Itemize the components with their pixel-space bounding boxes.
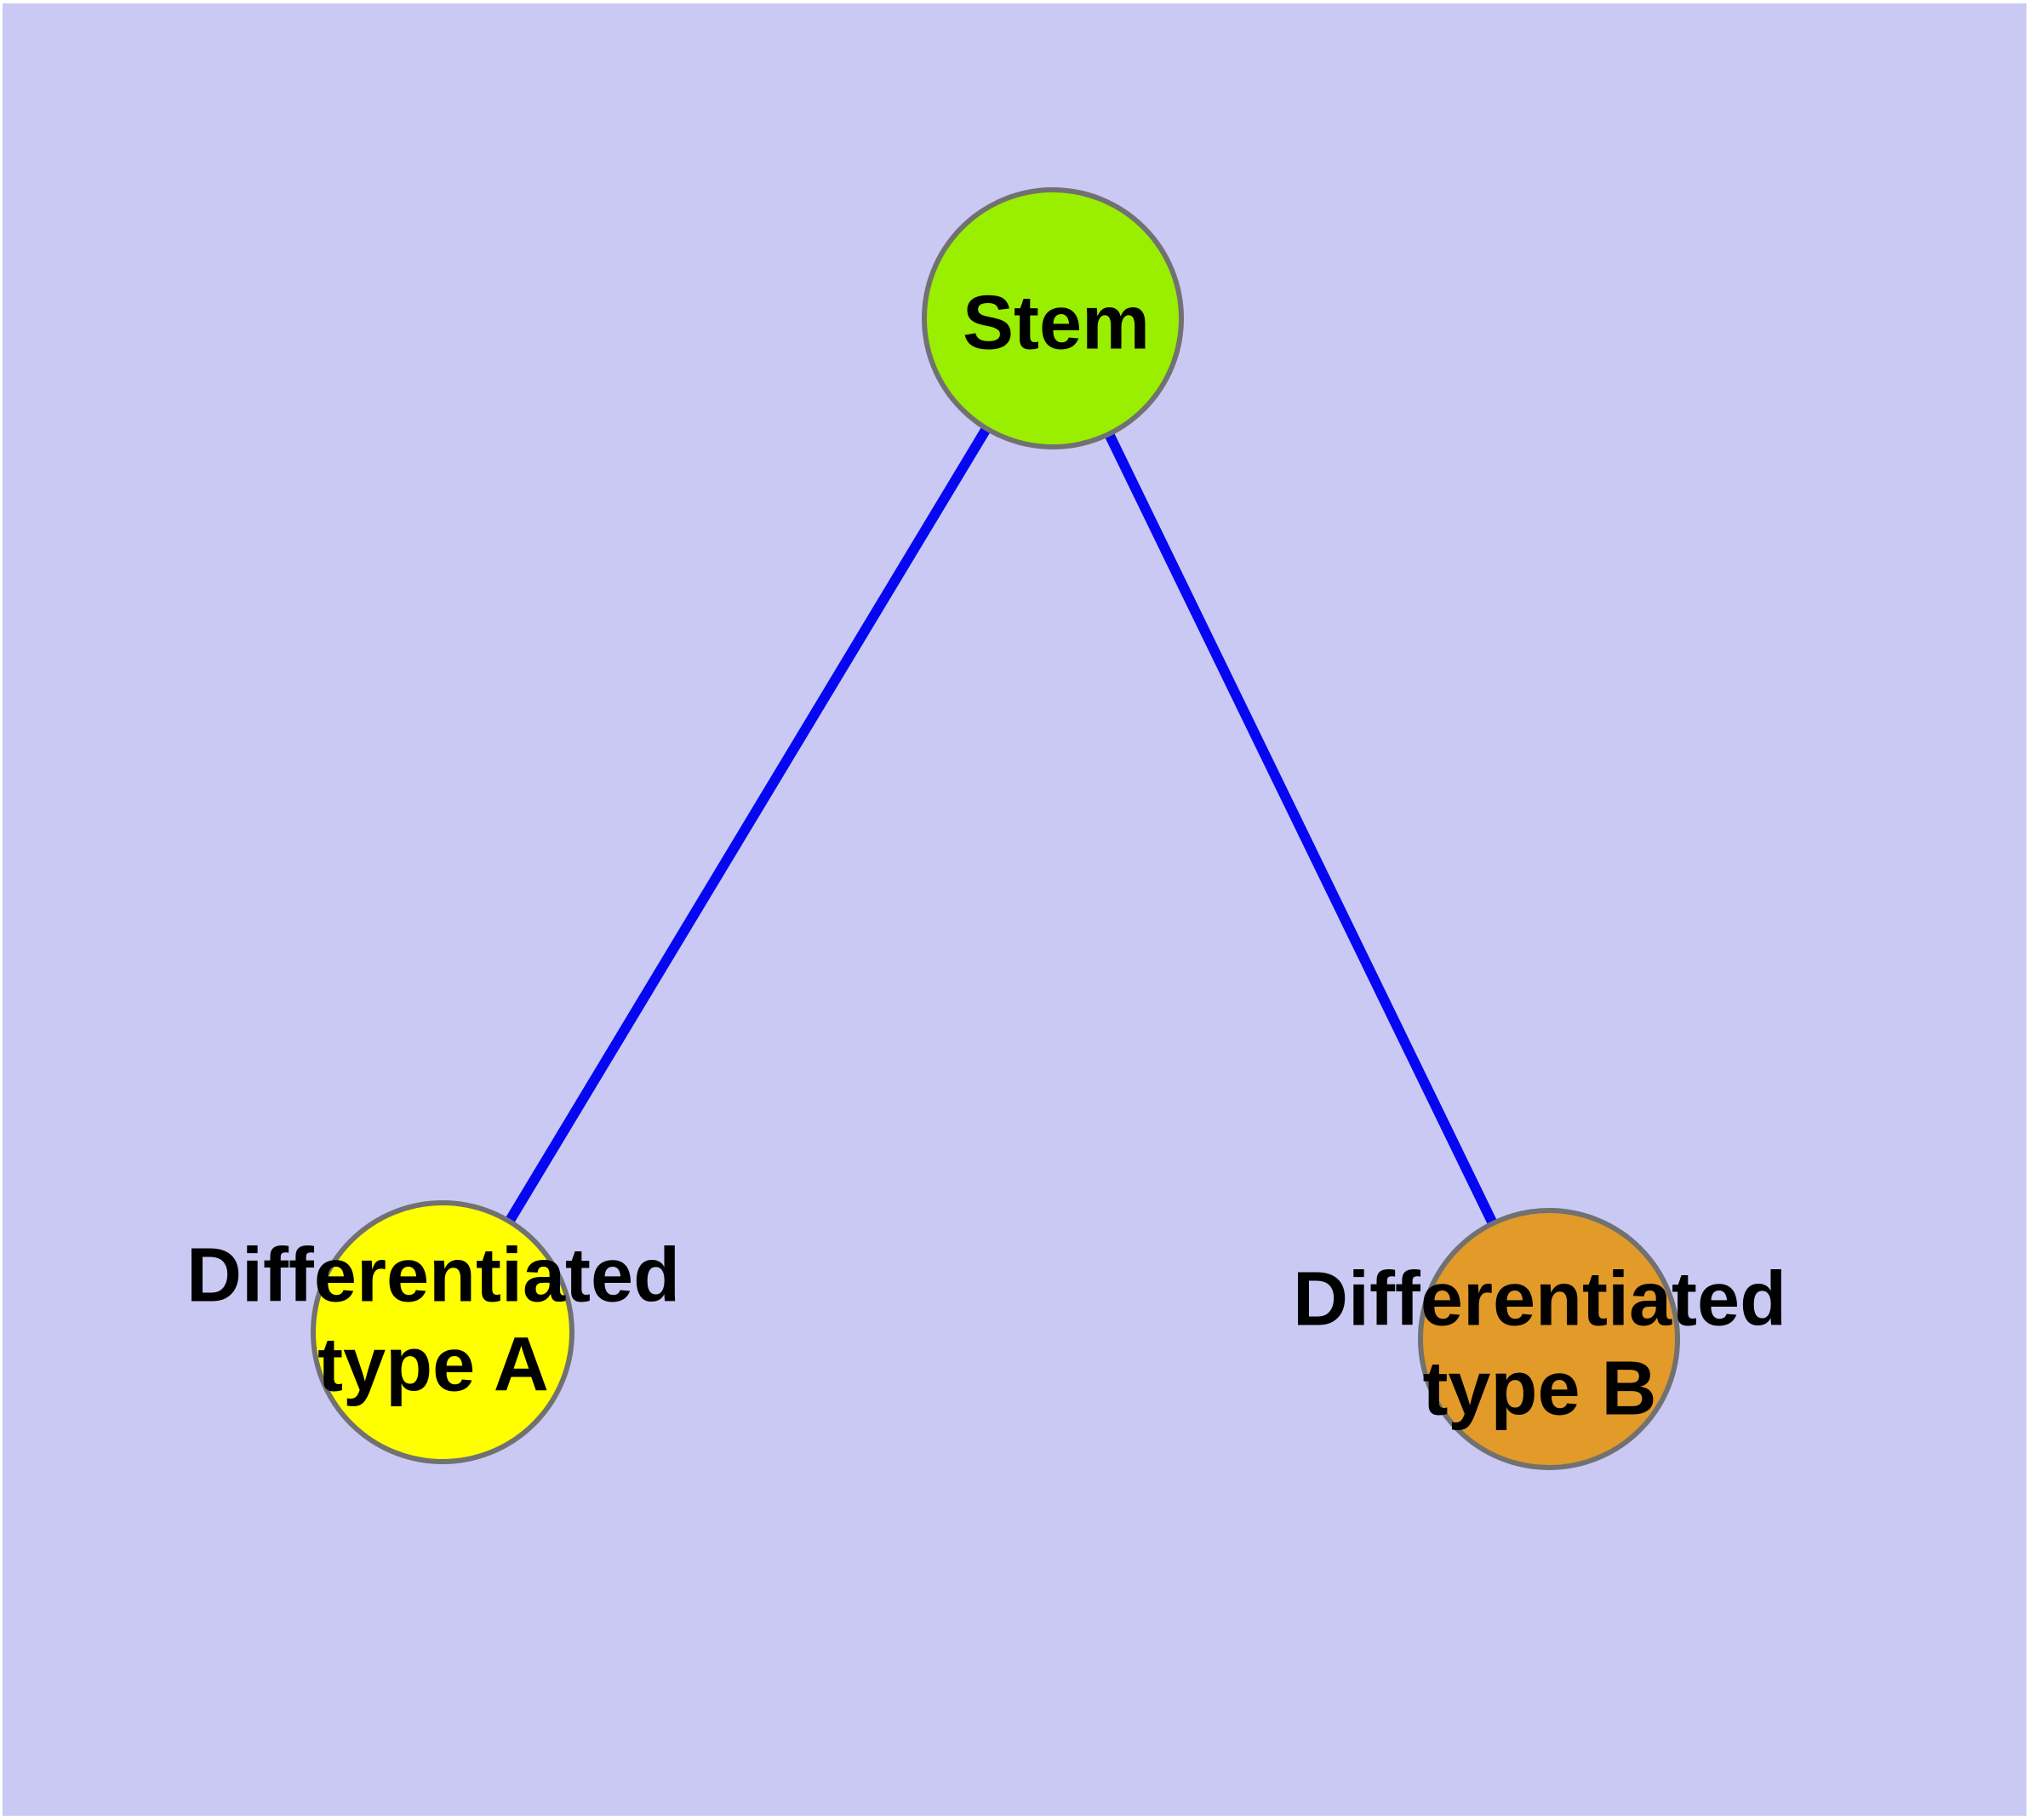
node-stem — [922, 187, 1184, 449]
node-differentiated-type-a — [311, 1200, 574, 1464]
edge-stem-to-type-b — [1048, 316, 1554, 1342]
node-differentiated-type-b — [1418, 1208, 1680, 1470]
edge-stem-to-type-a — [437, 315, 1058, 1336]
graph-svg — [3, 3, 2026, 1816]
diagram-canvas: Stem Differentiated type A Differentiate… — [3, 3, 2026, 1816]
